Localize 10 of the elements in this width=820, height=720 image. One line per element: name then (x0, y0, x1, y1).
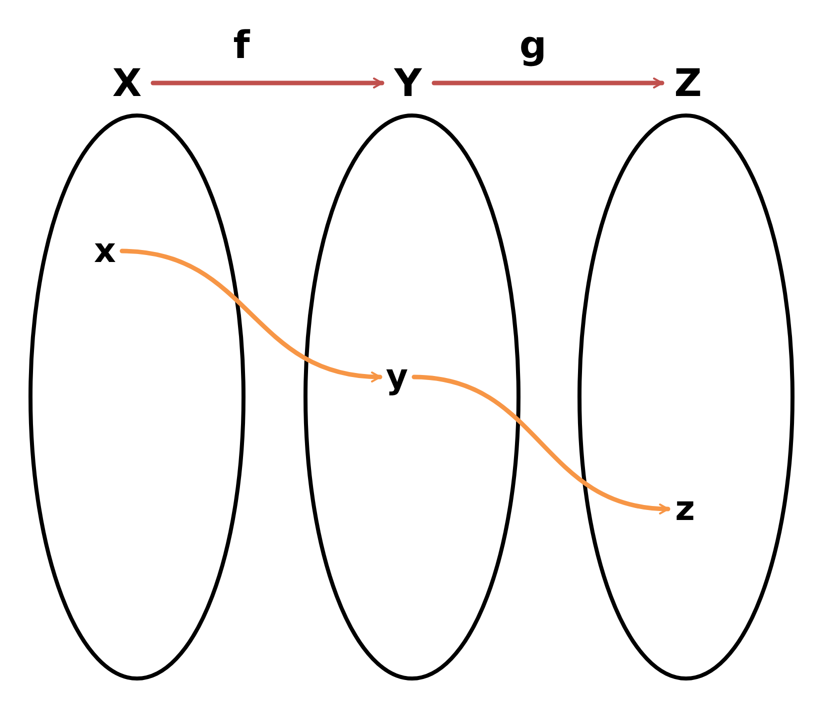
arrow (432, 78, 664, 88)
set-label: X (101, 60, 153, 106)
element-label: z (668, 488, 702, 530)
arrow (120, 248, 382, 382)
set-label: Y (382, 60, 434, 106)
arrow (412, 374, 670, 514)
element-label: x (88, 230, 122, 272)
set-label: Z (662, 60, 714, 106)
arrow (150, 78, 384, 88)
element-label: y (380, 356, 414, 398)
